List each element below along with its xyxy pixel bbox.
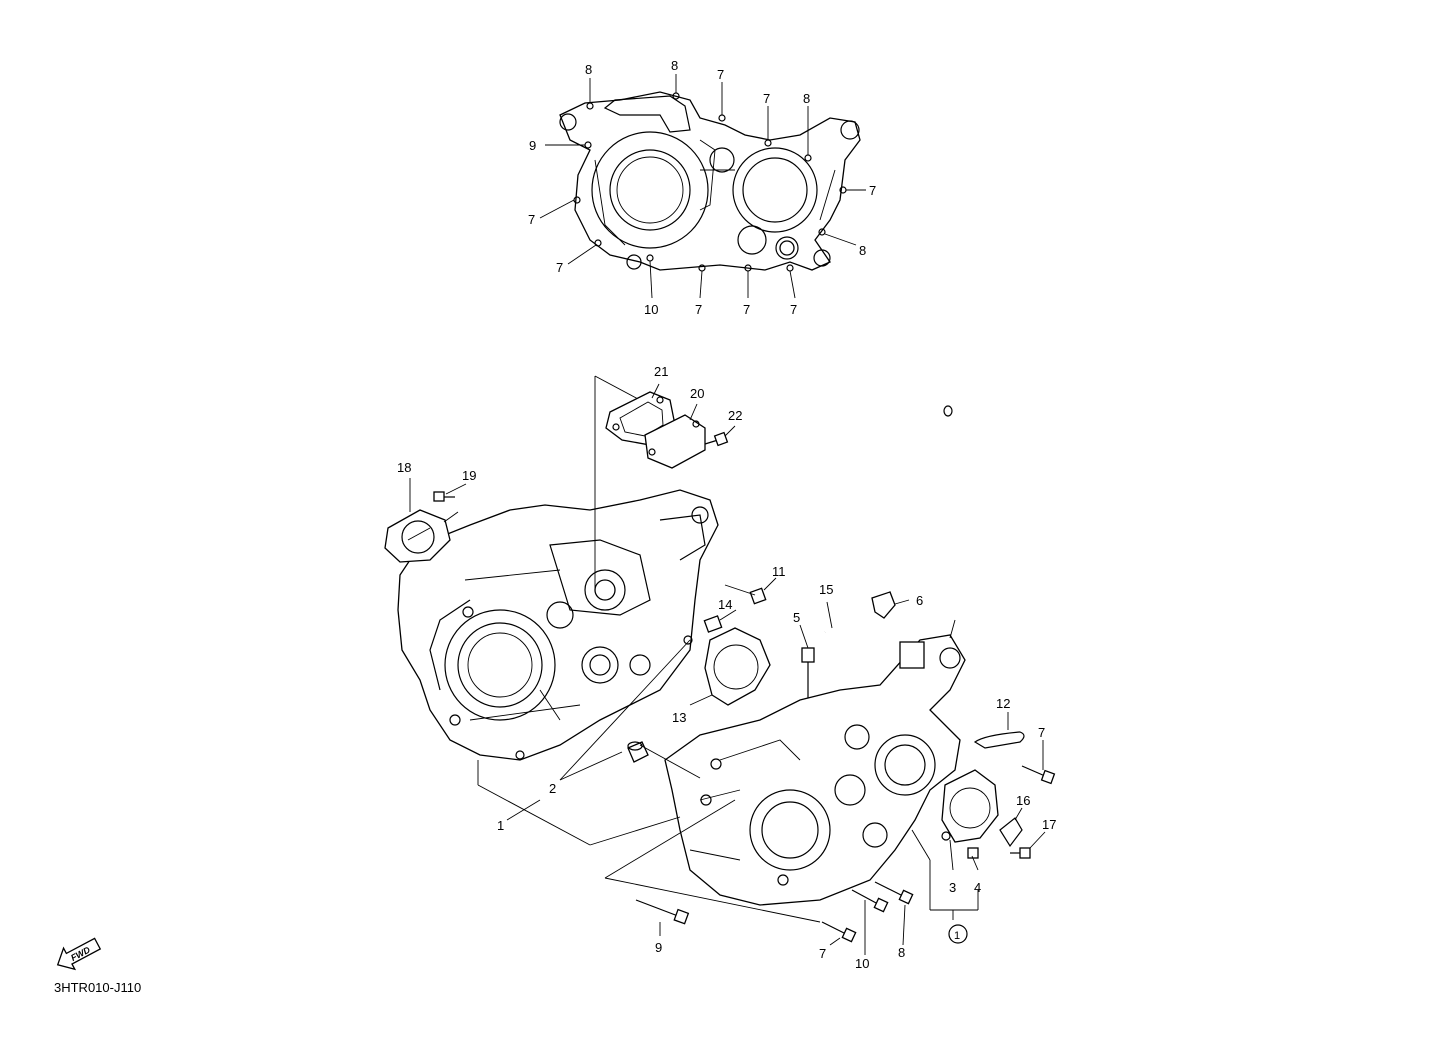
part-5-fitting [801, 647, 815, 700]
top-callout: 7 [743, 302, 750, 317]
main-callout: 3 [949, 880, 956, 895]
top-crankcase-view: 8 8 7 7 8 9 7 7 7 8 10 7 7 7 [528, 58, 876, 317]
part-22-bolt [704, 431, 729, 447]
right-crankcase-half [664, 634, 966, 906]
left-crankcase-half [397, 489, 719, 761]
main-callout: 2 [549, 781, 556, 796]
top-callout: 7 [790, 302, 797, 317]
main-callout: 19 [462, 468, 476, 483]
main-callout: 11 [772, 564, 786, 579]
main-callout: 17 [1042, 817, 1056, 832]
leader-lines [409, 383, 1046, 955]
top-callout: 8 [585, 62, 592, 77]
part-20-cover [644, 414, 706, 469]
main-callout: 5 [793, 610, 800, 625]
top-callout: 7 [695, 302, 702, 317]
main-callout: 14 [718, 597, 732, 612]
top-callout: 7 [717, 67, 724, 82]
part-19-bolt [433, 491, 455, 502]
top-callout: 10 [644, 302, 658, 317]
top-callout: 7 [528, 212, 535, 227]
main-callout: 1 [497, 818, 504, 833]
part-15-tube [823, 405, 953, 633]
part-6-clamp [871, 591, 896, 619]
main-callout: 22 [728, 408, 742, 423]
main-exploded-view: 21 20 22 18 19 11 15 6 14 5 13 12 7 2 1 … [384, 364, 1056, 971]
top-callout: 7 [556, 260, 563, 275]
top-callout: 8 [859, 243, 866, 258]
part-12-clip [973, 731, 1025, 749]
main-callout: 13 [672, 710, 686, 725]
part-18-cover [384, 509, 451, 563]
part-11-nut [749, 587, 767, 605]
part-8-bolt [874, 881, 914, 905]
top-callout: 7 [763, 91, 770, 106]
main-callout: 21 [654, 364, 668, 379]
main-callout: 7 [1038, 725, 1045, 740]
circled-reference-label: 1 [954, 930, 960, 942]
main-callout: 18 [397, 460, 411, 475]
part-14-dowel [703, 615, 723, 633]
part-3-4-cover [941, 769, 999, 859]
circled-reference [948, 924, 968, 944]
top-callout: 7 [869, 183, 876, 198]
main-callouts: 21 20 22 18 19 11 15 6 14 5 13 12 7 2 1 … [397, 364, 1056, 971]
main-callout: 9 [655, 940, 662, 955]
top-callout: 9 [529, 138, 536, 153]
main-callout: 7 [819, 946, 826, 961]
part-7-bolt-right [1021, 765, 1056, 785]
fwd-arrow-icon: FWD [56, 937, 102, 971]
main-callout: 16 [1016, 793, 1030, 808]
part-7-bolt-lower [821, 921, 857, 943]
main-callout: 20 [690, 386, 704, 401]
part-10-bolt [851, 889, 889, 913]
part-9-bolt [635, 899, 690, 925]
part-13-gasket [704, 627, 771, 706]
part-17-bolt [1010, 847, 1031, 859]
part-16-plate [999, 817, 1023, 848]
part-2-dowel [627, 741, 649, 763]
top-callout: 8 [671, 58, 678, 73]
main-callout: 4 [974, 880, 981, 895]
main-callout: 6 [916, 593, 923, 608]
main-callout: 10 [855, 956, 869, 971]
main-callout: 15 [819, 582, 833, 597]
drawing-code: 3HTR010-J110 [54, 980, 142, 995]
main-callout: 12 [996, 696, 1010, 711]
top-callout: 8 [803, 91, 810, 106]
main-callout: 8 [898, 945, 905, 960]
